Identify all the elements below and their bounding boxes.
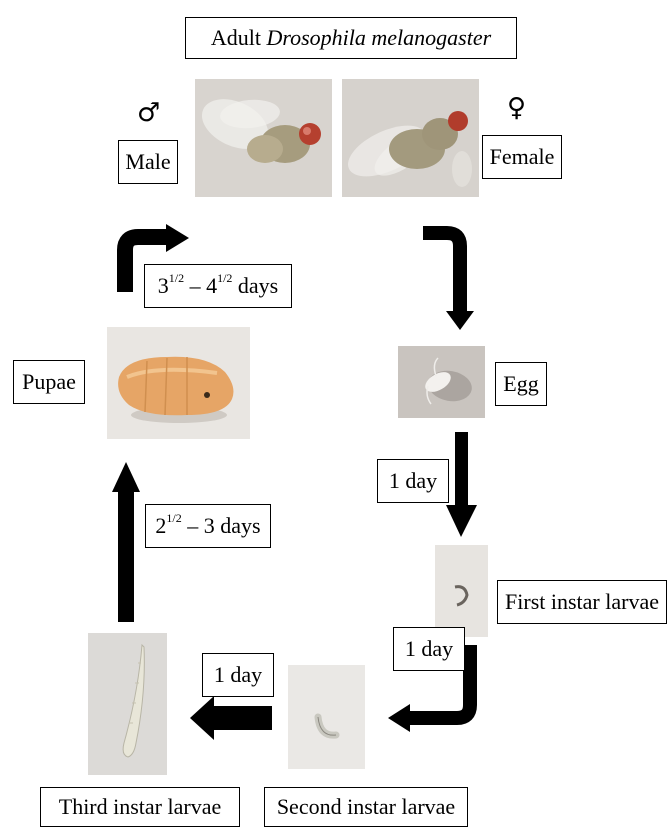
adult-female-fly-image	[342, 79, 479, 197]
second-instar-label: Second instar larvae	[264, 787, 468, 827]
third-instar-label: Third instar larvae	[40, 787, 240, 827]
arrow-second-to-third-head	[190, 696, 214, 740]
duration-pa-c: days	[232, 275, 278, 297]
arrow-third-to-pupae-head	[112, 462, 140, 492]
arrow-adult-to-egg-head	[446, 311, 474, 330]
adult-male-fly-image	[195, 79, 332, 197]
arrow-adult-to-egg	[423, 233, 460, 313]
duration-pa-a-sup: 1/2	[169, 272, 184, 284]
duration-tp-a: 2	[155, 515, 166, 537]
male-symbol: ♂	[137, 100, 160, 126]
arrow-third-to-pupae-shaft	[118, 490, 134, 622]
duration-first-to-second: 1 day	[393, 627, 465, 671]
female-symbol: ♀	[507, 95, 526, 121]
duration-tp-a-sup: 1/2	[166, 512, 181, 524]
duration-second-to-third: 1 day	[202, 653, 274, 697]
egg-label: Egg	[495, 362, 547, 406]
arrow-second-to-third-shaft	[212, 706, 272, 730]
title-prefix: Adult	[211, 27, 267, 49]
title-species: Drosophila melanogaster	[266, 27, 491, 49]
duration-pa-b-sup: 1/2	[217, 272, 232, 284]
duration-pa-a: 3	[158, 275, 169, 297]
first-instar-label: First instar larvae	[497, 580, 667, 624]
arrow-pupae-to-adult-head	[166, 224, 189, 252]
first-instar-larva-image	[435, 545, 488, 637]
duration-tp-b: – 3 days	[182, 515, 261, 537]
arrow-egg-to-first-head	[446, 505, 477, 537]
duration-egg-to-first: 1 day	[377, 459, 449, 503]
adult-title-box: Adult Drosophila melanogaster	[185, 17, 517, 59]
second-instar-larva-image	[288, 665, 365, 769]
pupa-image	[107, 327, 250, 439]
arrow-egg-to-first-shaft	[455, 432, 468, 507]
pupae-label: Pupae	[13, 360, 85, 404]
female-label: Female	[482, 135, 562, 179]
duration-pa-b: – 4	[184, 275, 217, 297]
male-label: Male	[118, 140, 178, 184]
arrow-first-to-second-head	[388, 704, 410, 732]
egg-image	[398, 346, 485, 418]
third-instar-larva-image	[88, 633, 167, 775]
